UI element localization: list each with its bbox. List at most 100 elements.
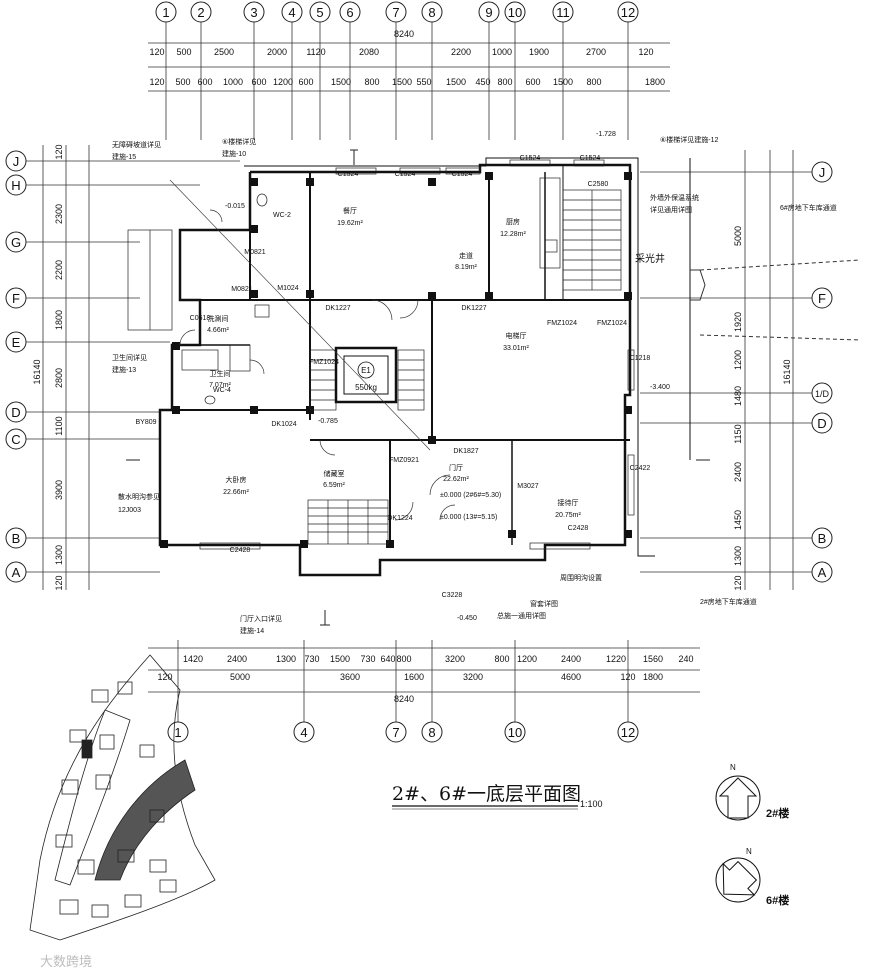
dim-top-r2-17: 1800	[645, 77, 665, 87]
dim-top-r1-5: 2080	[359, 47, 379, 57]
dim-top-r1-3: 2000	[267, 47, 287, 57]
dim-top-r2-14: 600	[525, 77, 540, 87]
axis-top-10: 10	[508, 5, 522, 20]
dim-bot-r1-14: 240	[678, 654, 693, 664]
note-window-detail: 窗套详图	[530, 599, 558, 608]
axis-left-B: B	[12, 531, 21, 546]
note-general-detail: 总施一通用详图	[497, 611, 546, 620]
total-dim-top: 8240	[394, 29, 414, 39]
axis-top-1: 1	[162, 5, 169, 20]
tag-window-4: C1524	[520, 155, 541, 162]
windows	[199, 159, 635, 550]
room-elevator-hall-area: 33.01m²	[503, 345, 529, 352]
dim-top-r1-4: 1120	[306, 47, 325, 57]
axis-top-11: 11	[556, 5, 570, 20]
tag-door-dk1827: DK1827	[453, 448, 478, 455]
dim-top-r2-3: 1000	[223, 77, 243, 87]
total-dim-bottom: 8240	[394, 694, 414, 704]
dim-top-r1-9: 2700	[586, 47, 606, 57]
axis-right-B: B	[818, 531, 827, 546]
right-axis-labels	[811, 161, 833, 583]
dim-bot-r1-7: 800	[396, 654, 411, 664]
tag-door-fmz1024b: FMZ1024	[597, 320, 627, 327]
dim-right-5: 2400	[733, 462, 743, 482]
elevator	[334, 346, 398, 404]
elevator-tag: E1	[361, 366, 371, 375]
axis-bottom-10: 10	[508, 725, 522, 740]
axis-top-6: 6	[346, 5, 353, 20]
tag-door-dk1227b: DK1227	[461, 305, 486, 312]
tag-door-m0821b: M0821	[244, 249, 266, 256]
note-entry-2: 建施-14	[240, 626, 264, 635]
dim-right-3: 1480	[733, 386, 743, 406]
note-garage-2: 2#房地下车库通道	[700, 597, 757, 606]
tag-window-1: C1524	[338, 171, 359, 178]
dim-top-r1-2: 2500	[214, 47, 234, 57]
axis-right-F: F	[818, 291, 826, 306]
dim-right-7: 1300	[733, 546, 743, 566]
axis-left-A: A	[12, 565, 21, 580]
dim-top-r1-7: 1000	[492, 47, 512, 57]
room-foyer-area: 22.62m²	[443, 476, 469, 483]
dim-bot-r2-7: 1800	[643, 672, 663, 682]
dim-left-7: 1300	[54, 545, 64, 565]
axis-left-J: J	[13, 154, 20, 169]
note-insulation-2: 详见通用详图	[650, 205, 692, 214]
axis-bottom-8: 8	[428, 725, 435, 740]
elevator-capacity: 550kg	[355, 383, 377, 392]
dim-left-1: 2300	[54, 204, 64, 224]
tag-window-c0618: C0618	[190, 315, 211, 322]
tag-window-c2428a: C2428	[230, 547, 251, 554]
dim-left-4: 2800	[54, 368, 64, 388]
dim-right-8: 120	[733, 575, 743, 590]
dim-right-2: 1200	[733, 350, 743, 370]
dim-right-1: 1920	[733, 312, 743, 332]
room-reception-name: 接待厅	[558, 498, 579, 507]
dim-top-r2-0: 120	[149, 77, 164, 87]
room-storage-area: 6.59m²	[323, 482, 345, 489]
dim-top-r1-8: 1900	[529, 47, 549, 57]
building-walls	[158, 157, 691, 577]
dim-bot-r2-6: 120	[620, 672, 635, 682]
room-bathroom-name: 卫生间	[210, 369, 231, 378]
dim-bot-r1-6: 640	[380, 654, 395, 664]
dim-left-5: 1100	[54, 416, 64, 435]
axis-left-F: F	[12, 291, 20, 306]
elev-3: -3.400	[650, 384, 670, 391]
dim-bot-r2-2: 3600	[340, 672, 360, 682]
dim-left-3: 1800	[54, 310, 64, 330]
watermark: 大数跨境	[40, 954, 92, 969]
room-dining-name: 餐厅	[343, 206, 357, 215]
note-trench: 周围明沟设置	[560, 573, 602, 582]
tag-door-fmz1024a: FMZ1024	[547, 320, 577, 327]
tag-wc4: WC-4	[213, 387, 231, 394]
axis-top-4: 4	[288, 5, 295, 20]
tag-door-fmz0921: FMZ0921	[389, 457, 419, 464]
left-axis-lines	[26, 145, 240, 590]
dim-top-r2-10: 550	[416, 77, 431, 87]
note-ramp-1: 无障碍坡道详见	[112, 140, 161, 149]
section-markers	[126, 149, 710, 626]
note-stair-1: ⑥楼梯详见	[222, 137, 256, 146]
dim-top-r2-12: 450	[475, 77, 490, 87]
dim-top-r2-7: 1500	[331, 77, 351, 87]
room-elevator-hall-name: 电梯厅	[506, 331, 527, 340]
drawing-title: 2#、6#一底层平面图	[392, 783, 581, 805]
dim-right-6: 1450	[733, 510, 743, 530]
note-stair-2: 建施-10	[222, 149, 246, 158]
door-swings	[179, 209, 456, 521]
tag-window-3: C1524	[452, 171, 473, 178]
site-plan-thumbnail	[29, 654, 216, 941]
fixtures	[181, 177, 561, 405]
axis-bottom-12: 12	[621, 725, 635, 740]
axis-right-1D: 1/D	[815, 389, 830, 399]
tag-door-m3027: M3027	[517, 483, 539, 490]
axis-top-8: 8	[428, 5, 435, 20]
dim-top-r2-9: 1500	[392, 77, 412, 87]
drawing-scale: 1:100	[580, 799, 603, 809]
dim-left-8: 120	[54, 575, 64, 590]
right-axis-lines	[640, 150, 812, 590]
note-insulation-1: 外墙外保温系统	[650, 193, 699, 202]
room-bedroom-name: 大卧房	[226, 475, 247, 484]
